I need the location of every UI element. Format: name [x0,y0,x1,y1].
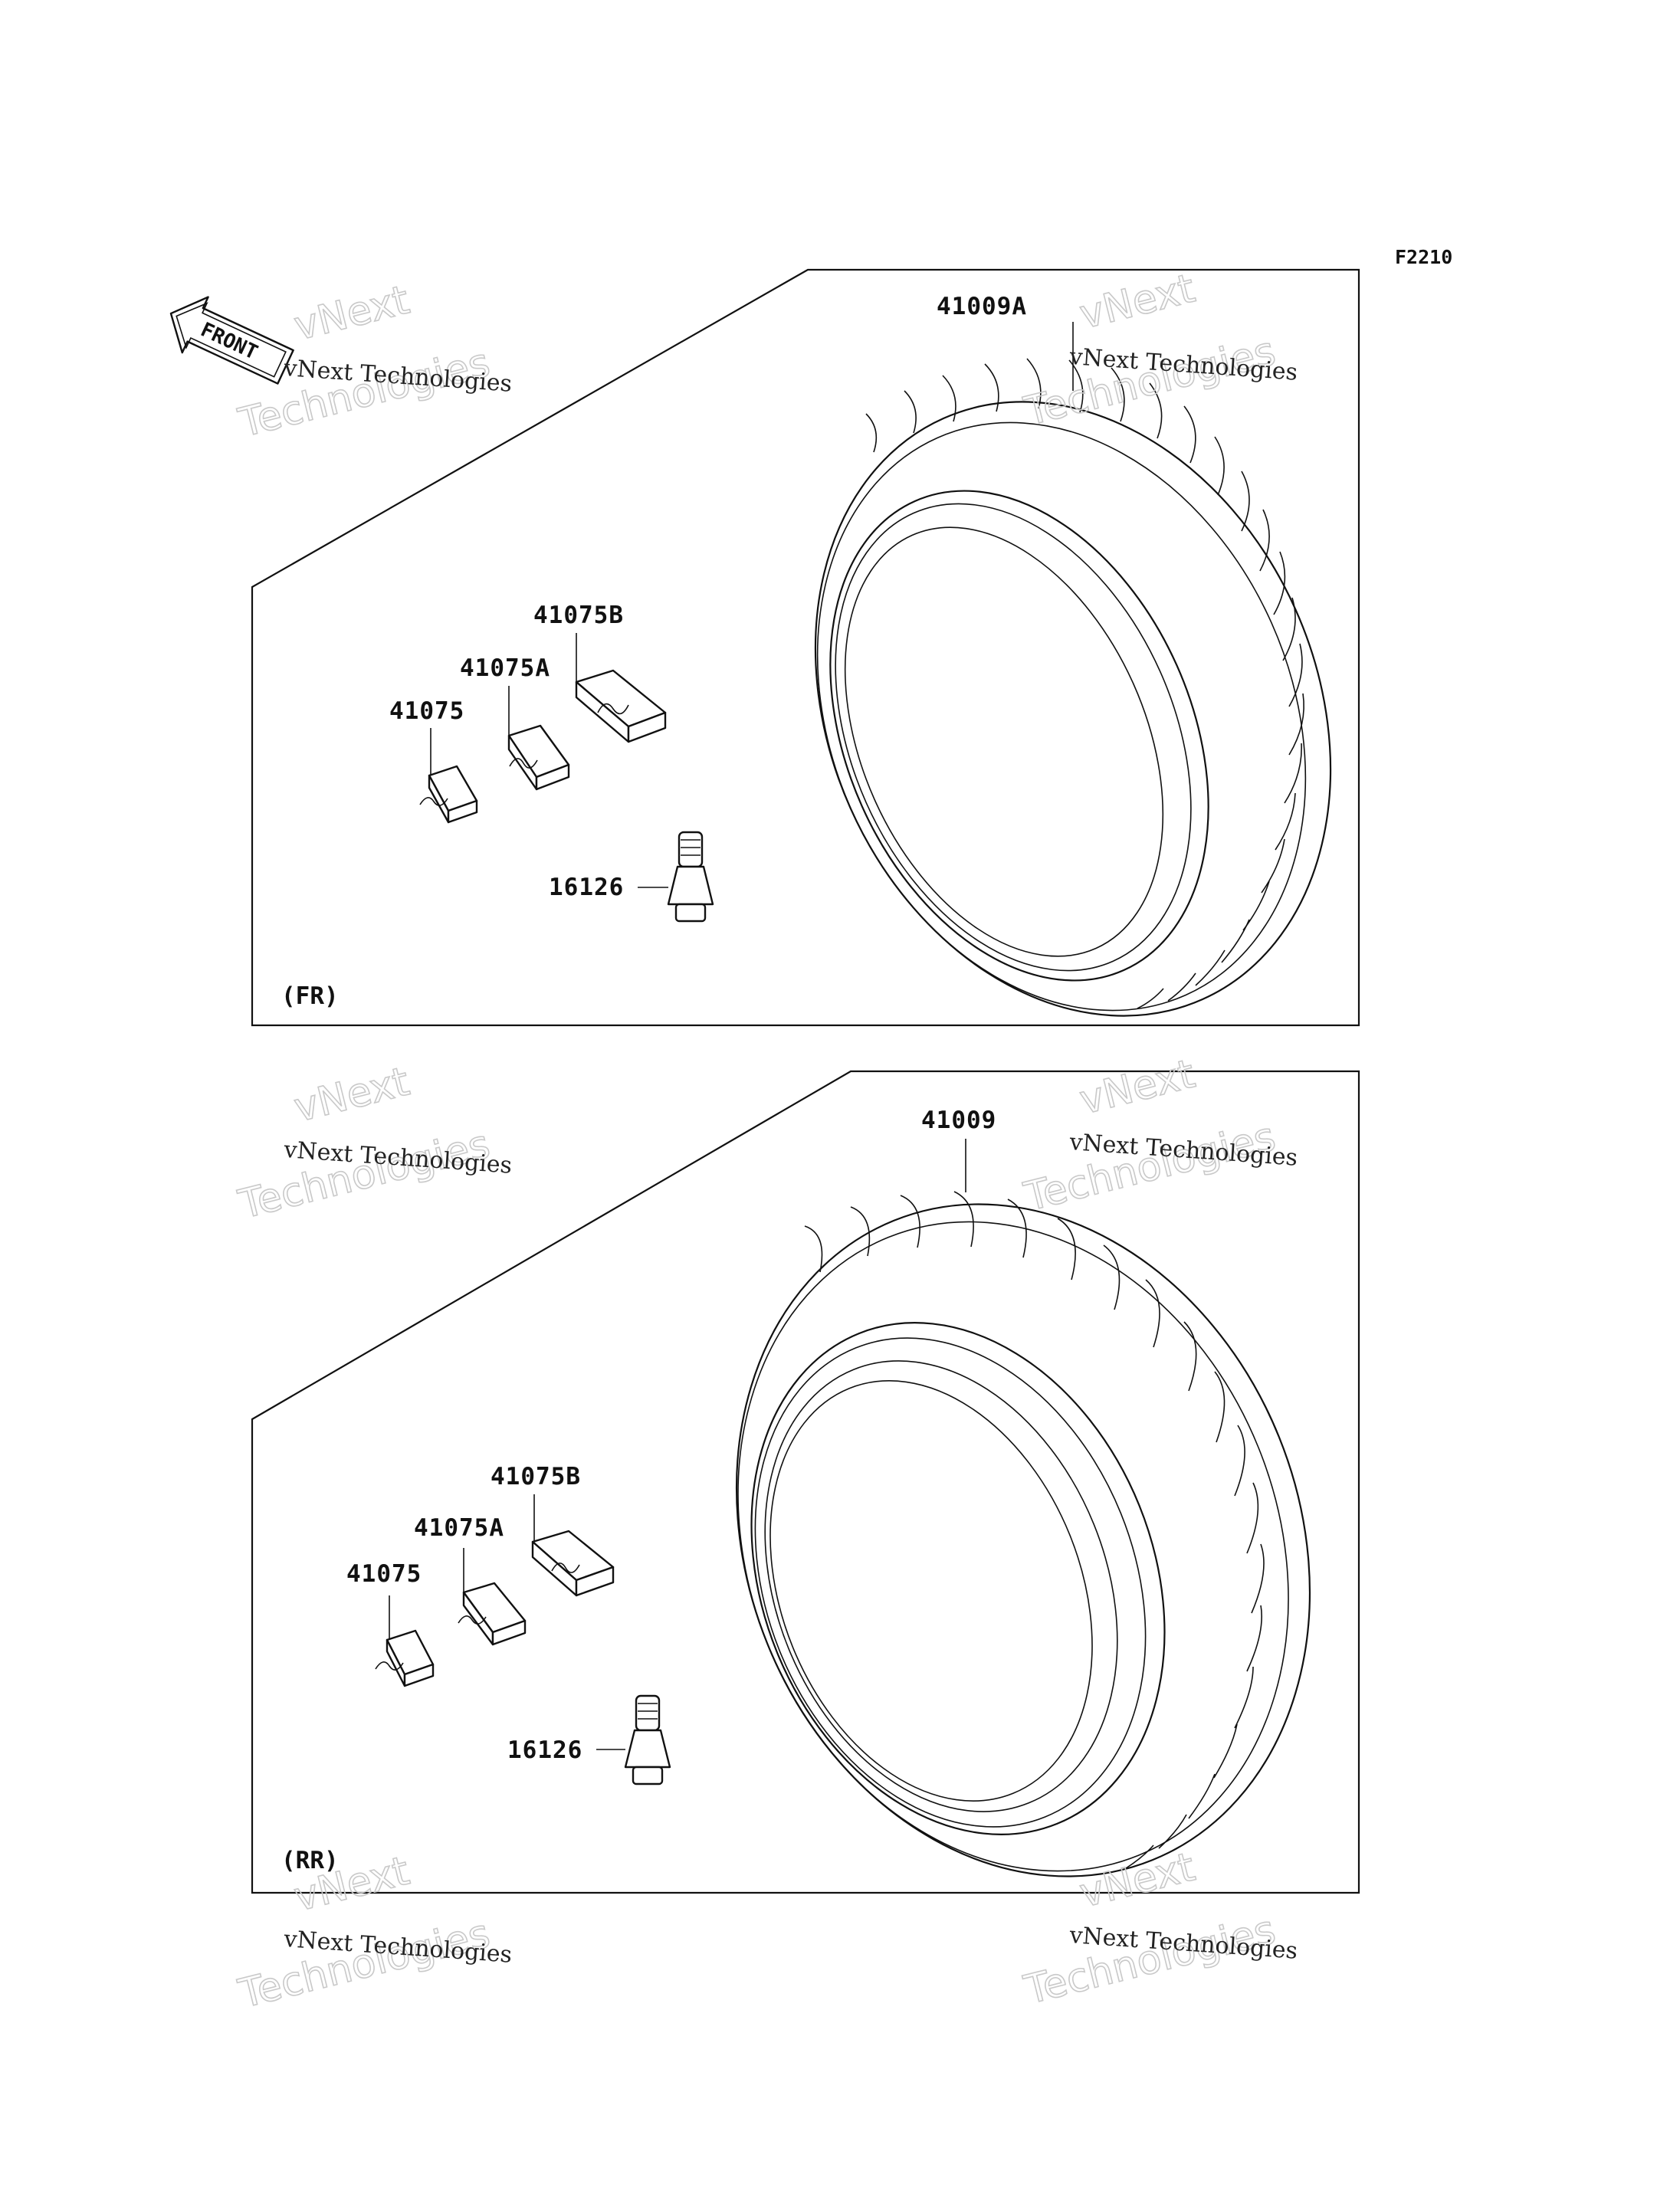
panel-rear-frame [251,1070,1360,1894]
tread-pattern-front [865,358,1304,1009]
front-arrow-icon: FRONT [169,296,294,385]
valve-rear [596,1694,671,1785]
watermark-6: vNext Technologies vNext Technologies [1019,1844,1299,2015]
tread-pattern-rear [804,1191,1265,1869]
label-weight-rear: 41075 [346,1560,422,1588]
watermark-4: vNext Technologies vNext Technologies [1019,1051,1299,1221]
watermark-big-3: vNext [290,1059,414,1132]
watermark-big-1: vNext [290,277,414,350]
label-valve-front: 16126 [549,874,624,901]
valve-front [638,831,714,923]
weight-b-rear [531,1494,615,1597]
section-rear: (RR) [281,1847,339,1874]
label-tire-front: 41009A [937,293,1027,320]
watermark-5: vNext Technologies vNext Technologies [234,1848,514,2018]
label-tire-rear: 41009 [921,1107,996,1134]
watermark-2: vNext Technologies vNext Technologies [1019,265,1299,436]
watermark-3: vNext Technologies vNext Technologies [234,1058,514,1229]
weight-a-rear [458,1548,527,1646]
weight-front [419,728,478,824]
label-weight-a-rear: 41075A [414,1514,504,1542]
tire-rear [735,1139,1311,1877]
section-front: (FR) [281,982,339,1010]
figure-id: F2210 [1395,246,1452,268]
label-weight-a-front: 41075A [460,654,550,682]
tire-front [814,322,1332,1017]
watermark-big-6: vNext [1075,1844,1199,1917]
watermark-big-4: vNext [1075,1051,1199,1124]
panel-rear: 41009 41075B 41075A 41075 [251,1070,1360,1894]
label-valve-rear: 16126 [507,1736,582,1764]
weight-rear [375,1595,435,1687]
watermark-big-2: vNext [1075,266,1199,339]
label-weight-front: 41075 [389,697,464,725]
label-weight-b-front: 41075B [533,602,624,629]
label-weight-b-rear: 41075B [491,1463,581,1490]
panel-front-frame [251,268,1360,1027]
weight-b-front [575,633,667,743]
weight-a-front [507,686,570,791]
panel-front: 41009A 41075B 41075A 41075 [251,268,1360,1027]
